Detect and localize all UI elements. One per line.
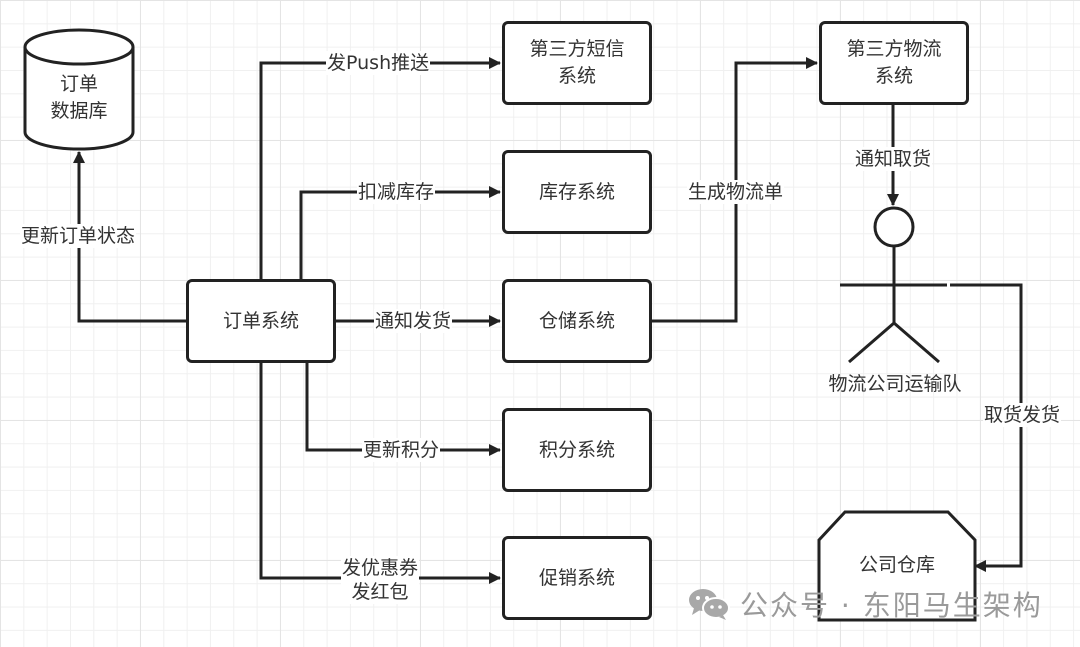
label-send-push: 发Push推送 <box>326 51 431 75</box>
watermark: 公众号 · 东阳马生架构 <box>688 584 1043 624</box>
label-create-waybill: 生成物流单 <box>687 180 785 204</box>
edge-send-coupons <box>259 362 501 584</box>
label-pickup-ship: 取货发货 <box>983 403 1062 427</box>
label-update-order-status: 更新订单状态 <box>20 224 137 248</box>
node-warehouse-system[interactable]: 仓储系统 <box>502 279 652 363</box>
node-order-database[interactable]: 订单 数据库 <box>50 73 108 122</box>
label-deduct-inventory: 扣减库存 <box>357 180 436 204</box>
company-warehouse-shape <box>817 510 977 622</box>
wechat-icon <box>688 587 730 621</box>
actor-figure-icon <box>840 206 947 364</box>
label-update-points: 更新积分 <box>362 438 441 462</box>
node-inventory-system[interactable]: 库存系统 <box>502 150 652 234</box>
node-promotion-system[interactable]: 促销系统 <box>502 536 652 620</box>
edge-update-points <box>305 362 501 456</box>
node-logistics-system[interactable]: 第三方物流 系统 <box>819 21 969 105</box>
watermark-text: 公众号 · 东阳马生架构 <box>740 589 1043 622</box>
node-company-warehouse[interactable]: 公司仓库 <box>858 554 935 576</box>
node-logistics-team-label[interactable]: 物流公司运输队 <box>828 373 962 395</box>
label-send-coupons: 发优惠券 发红包 <box>341 556 420 604</box>
label-notify-pickup: 通知取货 <box>854 147 933 171</box>
node-order-system[interactable]: 订单系统 <box>186 279 336 363</box>
edge-send-push <box>259 57 501 280</box>
database-cylinder-shape <box>23 28 135 151</box>
edge-update-order-status <box>73 151 187 323</box>
edge-deduct-inventory <box>299 186 501 280</box>
node-sms-system[interactable]: 第三方短信 系统 <box>502 21 652 105</box>
node-points-system[interactable]: 积分系统 <box>502 408 652 492</box>
label-notify-shipping: 通知发货 <box>374 309 453 333</box>
